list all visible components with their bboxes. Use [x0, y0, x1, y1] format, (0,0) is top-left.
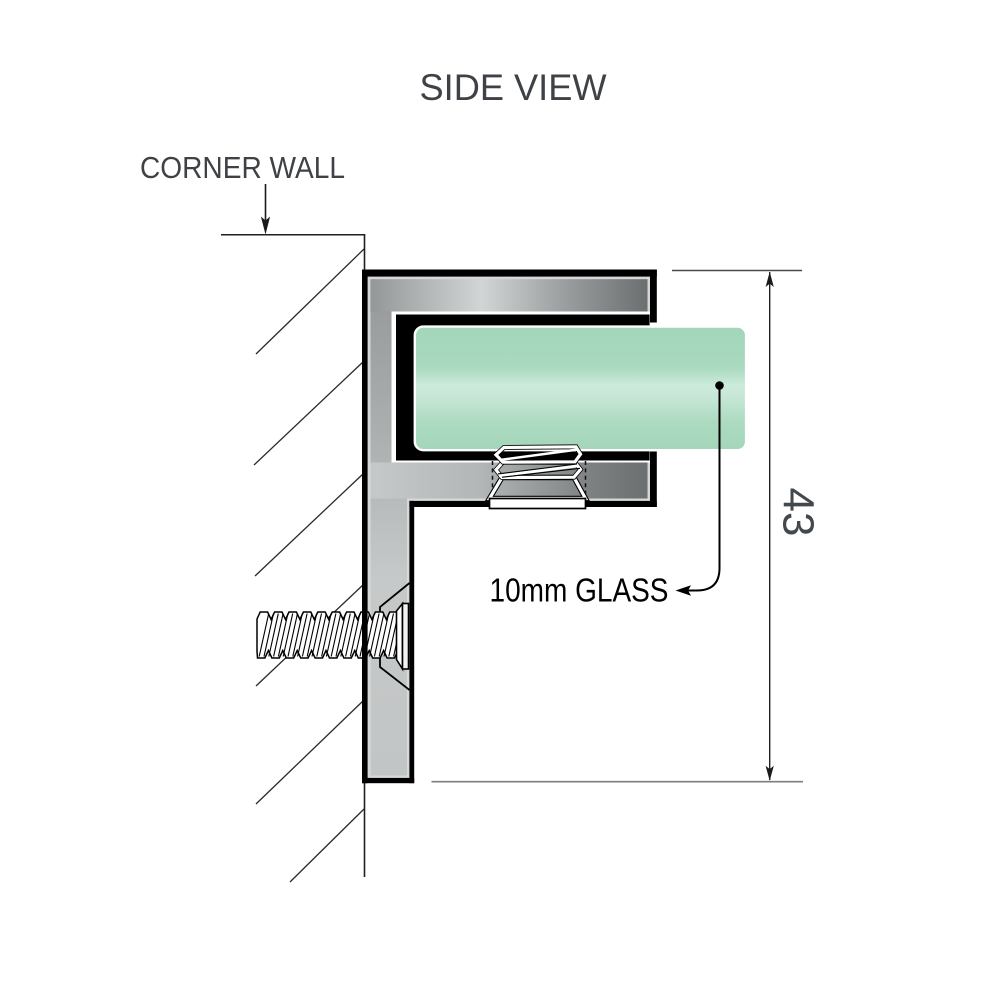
svg-text:CORNER WALL: CORNER WALL	[140, 150, 345, 185]
svg-text:43: 43	[774, 488, 823, 537]
svg-text:SIDE VIEW: SIDE VIEW	[420, 67, 607, 108]
svg-text:10mm GLASS: 10mm GLASS	[490, 572, 669, 609]
